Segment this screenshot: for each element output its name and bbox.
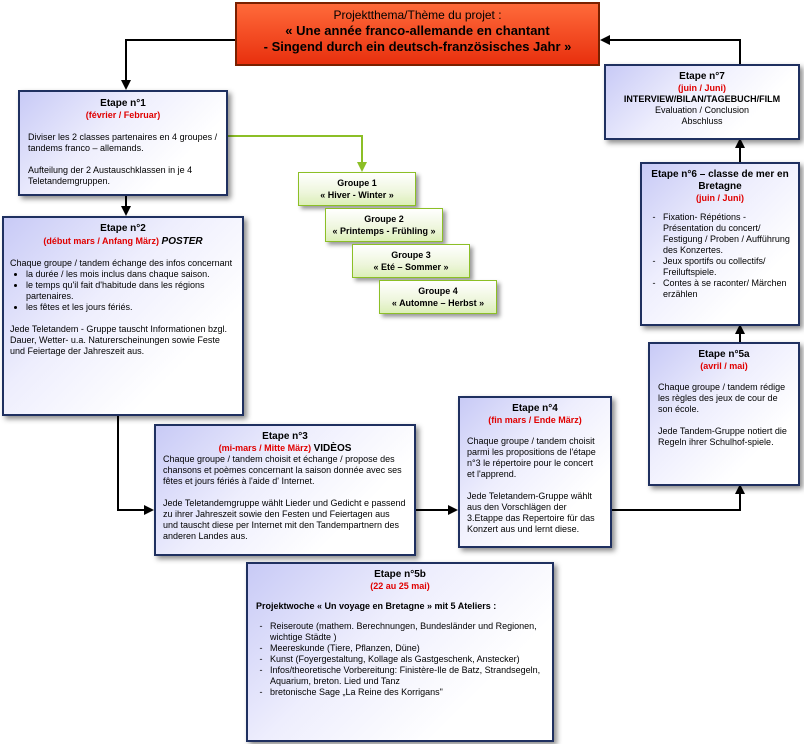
etape5b-item: bretonische Sage „La Reine des Korrigans…	[270, 687, 544, 698]
etape1-heading: Etape n°1	[100, 98, 146, 109]
etape2-bullet: la durée / les mois inclus dans chaque s…	[26, 269, 236, 280]
etape4-date: (fin mars / Ende März)	[488, 415, 582, 425]
group-1-name: Groupe 1	[337, 178, 377, 188]
etape5a-text-de: Jede Tandem-Gruppe notiert die Regeln ih…	[658, 426, 787, 447]
project-title-box: Projektthema/Thème du projet : « Une ann…	[235, 2, 600, 66]
etape4-box: Etape n°4 (fin mars / Ende März) Chaque …	[458, 396, 612, 548]
etape2-date: (début mars / Anfang März)	[43, 236, 160, 246]
etape5b-list: Reiseroute (mathem. Berechnungen, Bundes…	[256, 621, 544, 698]
etape5b-item: Reiseroute (mathem. Berechnungen, Bundes…	[270, 621, 544, 643]
etape7-box: Etape n°7 (juin / Juni) INTERVIEW/BILAN/…	[604, 64, 800, 140]
etape5b-item: Kunst (Foyergestaltung, Kollage als Gast…	[270, 654, 544, 665]
etape5b-box: Etape n°5b (22 au 25 mai) Projektwoche «…	[246, 562, 554, 742]
etape7-line1: INTERVIEW/BILAN/TAGEBUCH/FILM	[623, 94, 781, 104]
etape2-text-de: Jede Teletandem - Gruppe tauscht Informa…	[10, 324, 227, 356]
etape2-tag: POSTER	[161, 236, 203, 247]
etape3-date: (mi-mars / Mitte März)	[218, 443, 312, 453]
group-4-box: Groupe 4 « Automne – Herbst »	[379, 280, 497, 314]
title-line-3: - Singend durch ein deutsch-französische…	[263, 39, 572, 54]
etape6-item: Jeux sportifs ou collectifs/ Freiluftspi…	[663, 256, 791, 278]
etape3-tag: VIDÈOS	[313, 443, 352, 454]
etape5a-heading: Etape n°5a	[698, 349, 750, 360]
group-2-box: Groupe 2 « Printemps - Frühling »	[325, 208, 443, 242]
etape3-text-de: Jede Teletandemgruppe wählt Lieder und G…	[163, 498, 406, 541]
etape2-bullet: les fêtes et les jours fériés.	[26, 302, 236, 313]
group-4-season: « Automne – Herbst »	[391, 298, 485, 308]
etape5b-item: Infos/theoretische Vorbereitung: Finistè…	[270, 665, 544, 687]
arrow-title-to-etape1	[121, 39, 235, 90]
etape2-bullet-list: la durée / les mois inclus dans chaque s…	[10, 269, 236, 313]
etape1-box: Etape n°1 (février / Februar) Diviser le…	[18, 90, 228, 196]
etape7-date: (juin / Juni)	[678, 83, 726, 93]
group-4-name: Groupe 4	[418, 286, 458, 296]
etape2-box: Etape n°2 (début mars / Anfang März) POS…	[2, 216, 244, 416]
etape5a-box: Etape n°5a (avril / mai) Chaque groupe /…	[648, 342, 800, 486]
etape4-text-de: Jede Teletandem-Gruppe wählt aus den Vor…	[467, 491, 595, 534]
etape3-heading: Etape n°3	[262, 431, 308, 442]
etape5b-heading: Etape n°5b	[374, 569, 426, 580]
etape1-text-de: Aufteilung der 2 Austauschklassen in je …	[28, 165, 193, 186]
etape6-heading: Etape n°6 – classe de mer en Bretagne	[651, 169, 789, 192]
etape6-item: Fixation- Répétions - Présentation du co…	[663, 212, 791, 256]
arrow-etape2-to-etape3	[117, 416, 154, 515]
title-line-1: Projektthema/Thème du projet :	[333, 8, 502, 22]
etape6-list: Fixation- Répétions - Présentation du co…	[649, 212, 791, 300]
group-1-box: Groupe 1 « Hiver - Winter »	[298, 172, 416, 206]
etape5a-date: (avril / mai)	[700, 361, 748, 371]
etape2-intro: Chaque groupe / tandem échange des infos…	[10, 258, 233, 268]
etape2-heading: Etape n°2	[100, 223, 146, 234]
etape7-line3: Abschluss	[681, 116, 723, 126]
group-2-season: « Printemps - Frühling »	[332, 226, 436, 236]
etape5a-text-fr: Chaque groupe / tandem rédige les règles…	[658, 382, 786, 414]
arrow-etape7-to-title	[600, 35, 741, 64]
title-line-2: « Une année franco-allemande en chantant	[285, 23, 550, 38]
group-3-box: Groupe 3 « Eté – Sommer »	[352, 244, 470, 278]
etape1-date: (février / Februar)	[85, 110, 161, 120]
etape1-text-fr: Diviser les 2 classes partenaires en 4 g…	[28, 132, 218, 153]
arrow-etape1-to-groups	[228, 135, 367, 172]
etape3-text-fr: Chaque groupe / tandem choisit et échang…	[163, 454, 402, 486]
etape4-heading: Etape n°4	[512, 403, 558, 414]
etape3-box: Etape n°3 (mi-mars / Mitte März) VIDÈOS …	[154, 424, 416, 556]
etape5b-date: (22 au 25 mai)	[370, 581, 430, 591]
group-3-name: Groupe 3	[391, 250, 431, 260]
group-2-name: Groupe 2	[364, 214, 404, 224]
group-3-season: « Eté – Sommer »	[373, 262, 449, 272]
etape5b-intro: Projektwoche « Un voyage en Bretagne » m…	[256, 601, 497, 611]
etape6-box: Etape n°6 – classe de mer en Bretagne (j…	[640, 162, 800, 326]
etape2-bullet: le temps qu'il fait d'habitude dans les …	[26, 280, 236, 302]
etape6-item: Contes à se raconter/ Märchen erzählen	[663, 278, 791, 300]
etape6-date: (juin / Juni)	[696, 193, 744, 203]
etape7-heading: Etape n°7	[679, 71, 725, 82]
etape5b-item: Meereskunde (Tiere, Pflanzen, Düne)	[270, 643, 544, 654]
arrow-etape4-to-etape5a	[612, 484, 745, 511]
etape4-text-fr: Chaque groupe / tandem choisit parmi les…	[467, 436, 596, 479]
group-1-season: « Hiver - Winter »	[320, 190, 394, 200]
etape7-line2: Evaluation / Conclusion	[654, 105, 750, 115]
